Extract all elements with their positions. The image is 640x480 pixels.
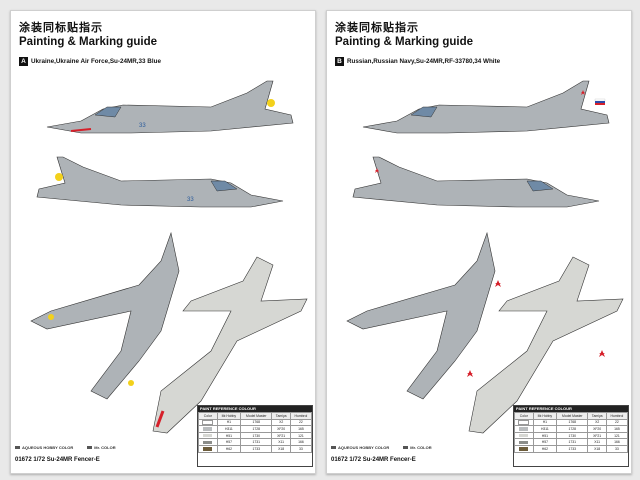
paint-header-color: Color — [198, 412, 218, 420]
mr-color-swatch-icon — [403, 446, 409, 449]
aircraft-bottom-view — [467, 256, 624, 434]
aircraft-top-view — [30, 231, 180, 400]
paint-reference-title: PAINT REFERENCE COLOUR — [514, 406, 628, 412]
scheme-letter-badge: B — [335, 57, 344, 66]
aircraft-top-view — [346, 231, 496, 400]
page-title: Painting & Marking guide — [19, 36, 158, 48]
scheme-heading: B Russian,Russian Navy,Su-24MR,RF-33780,… — [335, 57, 500, 66]
page-title: Painting & Marking guide — [335, 36, 474, 48]
color-swatch — [203, 433, 213, 438]
scheme-caption: Ukraine,Ukraine Air Force,Su-24MR,33 Blu… — [31, 58, 161, 65]
aircraft-side-view-bottom — [352, 156, 600, 208]
paint-header-modelmaster: Model Master — [240, 412, 273, 420]
paint-reference-title: PAINT REFERENCE COLOUR — [198, 406, 312, 412]
paint-row: H1 1768 X2 22 — [514, 418, 629, 427]
color-swatch — [519, 433, 529, 438]
kit-footer: 01672 1/72 Su-24MR Fencer-E — [331, 457, 416, 463]
paint-row: H57 1731 X11 166 — [198, 438, 313, 446]
paint-row: H311 1728 XF20 165 — [198, 425, 313, 433]
paint-row: H1 1768 X2 22 — [198, 418, 313, 427]
kit-footer: 01672 1/72 Su-24MR Fencer-E — [15, 457, 100, 463]
chinese-title: 涂装同标贴指示 — [19, 21, 103, 34]
scheme-heading: A Ukraine,Ukraine Air Force,Su-24MR,33 B… — [19, 57, 161, 66]
paint-row: H51 1730 XF21 121 — [198, 431, 313, 440]
paint-row: H311 1728 XF20 165 — [514, 425, 629, 433]
russian-flag-icon — [594, 98, 606, 102]
color-swatch — [519, 447, 529, 451]
aircraft-side-view-top — [362, 80, 610, 134]
aqueous-swatch-icon — [331, 446, 336, 449]
aircraft-drawings: 33 33 — [30, 80, 308, 434]
color-swatch — [203, 427, 213, 431]
paint-row: H62 1733 X18 33 — [514, 444, 629, 453]
paint-reference-table: PAINT REFERENCE COLOUR Color Mr.Hobby Mo… — [513, 405, 629, 467]
scheme-letter-badge: A — [19, 57, 28, 66]
mr-color-swatch-icon — [87, 446, 93, 449]
aqueous-swatch-icon — [15, 446, 20, 449]
svg-text:33: 33 — [139, 123, 146, 129]
ukraine-roundel-icon — [267, 99, 275, 107]
chinese-title: 涂装同标贴指示 — [335, 21, 419, 34]
paint-row: H62 1733 X18 33 — [198, 444, 313, 453]
paint-header-humbrol: Humbrol — [289, 412, 313, 420]
paint-header-mrhobby: Mr.Hobby — [216, 412, 242, 420]
color-swatch — [518, 419, 530, 426]
color-swatch — [202, 419, 214, 426]
color-swatch — [519, 427, 529, 431]
aircraft-drawings — [346, 80, 624, 434]
instruction-page-b: 涂装同标贴指示 Painting & Marking guide B Russi… — [326, 10, 632, 474]
paint-row: H57 1731 X11 166 — [514, 438, 629, 446]
paint-header-tamiya: Tamiya — [271, 412, 291, 420]
svg-text:33: 33 — [187, 197, 194, 203]
aircraft-bottom-view — [152, 256, 308, 434]
paint-reference-table: PAINT REFERENCE COLOUR Color Mr.Hobby Mo… — [197, 405, 313, 467]
paint-row: H51 1730 XF21 121 — [514, 431, 629, 440]
color-swatch — [203, 447, 213, 451]
instruction-page-a: 涂装同标贴指示 Painting & Marking guide A Ukrai… — [10, 10, 316, 474]
color-swatch — [203, 440, 213, 445]
aircraft-side-view-bottom: 33 — [36, 156, 284, 208]
color-swatch — [519, 440, 529, 445]
color-legend: AQUEOUS HOBBY COLOR Mr. COLOR — [331, 445, 432, 450]
color-legend: AQUEOUS HOBBY COLOR Mr. COLOR — [15, 445, 116, 450]
scheme-caption: Russian,Russian Navy,Su-24MR,RF-33780,34… — [347, 58, 501, 65]
aircraft-side-view-top: 33 — [46, 80, 294, 134]
red-star-icon — [581, 90, 585, 95]
